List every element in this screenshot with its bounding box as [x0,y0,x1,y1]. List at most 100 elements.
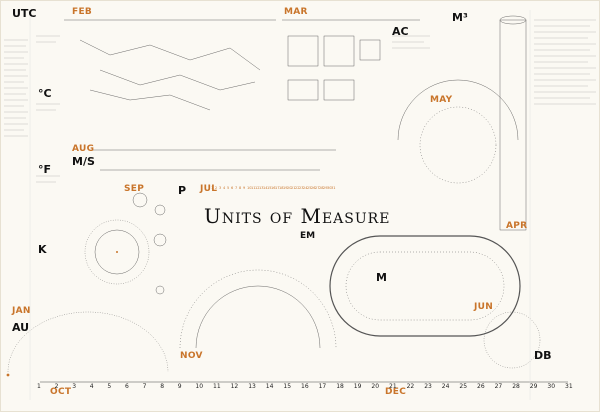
ruler-number: 1 [37,383,41,390]
ac-fine-print [392,35,430,49]
ruler-number: 21 [291,186,296,190]
month-oct: OCT [50,387,72,397]
unit-ms: M/S [72,155,95,168]
ruler-number: 31 [331,186,336,190]
ruler-number: 4 [89,383,94,390]
month-mar: MAR [284,7,308,17]
sep-dial-inner [94,229,140,275]
ruler-number: 5 [227,186,230,190]
ruler-number: 27 [494,383,503,390]
nov-arc-inner [195,285,321,349]
month-jun: JUN [474,302,494,312]
ruler-number: 12 [255,186,260,190]
ruler-number: 10 [195,383,204,390]
apr-cylinder [499,19,527,231]
ruler-number: 19 [353,383,362,390]
ruler-number: 22 [406,383,415,390]
ruler-number: 6 [231,186,234,190]
ruler-number: 14 [263,186,268,190]
unit-pound: P [178,184,187,197]
month-jan: JAN [12,306,31,316]
ruler-number: 28 [319,186,324,190]
may-circle [419,106,497,184]
ruler-number: 6 [125,383,129,390]
ruler-number: 30 [547,383,556,390]
ruler-number: 19 [283,186,288,190]
unit-utc: UTC [12,7,37,20]
month-apr: APR [506,221,528,231]
ruler-number: 21 [389,383,397,390]
month-may: MAY [430,95,453,105]
apr-cylinder-top [499,15,527,25]
month-aug: AUG [72,144,95,154]
sep-dot [116,251,118,253]
ruler-number: 24 [441,383,450,390]
ruler-number: 18 [279,186,284,190]
unit-db: DB [534,349,552,362]
ruler-number: 12 [230,383,239,390]
ruler-number: 31 [565,383,573,390]
ruler-number: 26 [311,186,316,190]
ruler-number: 28 [512,383,520,390]
ruler-number: 11 [251,186,256,190]
ruler-number: 18 [336,383,344,390]
sep-circle-d [155,285,165,295]
month-sep: SEP [124,184,145,194]
unit-fine-print [36,35,60,183]
ruler-number: 24 [303,186,308,190]
feb-network [79,39,261,111]
ruler-number: 22 [295,186,300,190]
sep-circle-a [132,192,148,208]
ruler-number: 10 [247,186,252,190]
db-circle [483,311,541,369]
month-jul: JUL [200,184,218,194]
month-nov: NOV [180,351,203,361]
dec-racetrack-inner [345,251,505,321]
ruler-number: 4 [223,186,226,190]
ruler-number: 9 [243,186,246,190]
ruler-number: 23 [299,186,304,190]
mar-box-2 [323,35,355,67]
ruler-number: 13 [259,186,264,190]
ruler-number: 2 [54,383,59,390]
ruler-number: 8 [160,383,165,390]
mar-box-4 [323,79,355,101]
dec-racetrack [329,235,521,337]
ruler-number: 23 [424,383,432,390]
ruler-number: 2 [215,186,218,190]
unit-ac: AC [392,25,409,38]
ruler-number: 15 [267,186,272,190]
ruler-number: 3 [72,383,77,390]
ruler-number: 26 [477,383,485,390]
ruler-number: 29 [529,383,538,390]
unit-fahrenheit: °F [38,163,52,176]
oct-dot [6,373,10,377]
ruler-number: 20 [287,186,292,190]
mar-box-5 [359,39,381,61]
ruler-number: 1 [211,186,214,190]
ruler-number: 16 [271,186,276,190]
unit-celsius: °C [38,87,52,100]
ruler-number: 20 [371,383,380,390]
left-fine-print [4,39,28,137]
unit-meter: M [376,271,387,284]
month-dec: DEC [385,387,407,397]
ruler-number: 16 [301,383,309,390]
oct-dome [7,311,169,373]
ruler-number: 3 [219,186,222,190]
sep-circle-c [153,233,167,247]
sep-dial [84,219,150,285]
unit-em: EM [300,231,316,241]
ruler-number: 25 [307,186,312,190]
ruler-number: 7 [142,383,147,390]
unit-au: AU [12,321,30,334]
month-feb: FEB [72,7,93,17]
ruler-number: 7 [235,186,238,190]
right-fine-print [534,19,596,105]
mar-box-1 [287,35,319,67]
mar-box-3 [287,79,319,101]
